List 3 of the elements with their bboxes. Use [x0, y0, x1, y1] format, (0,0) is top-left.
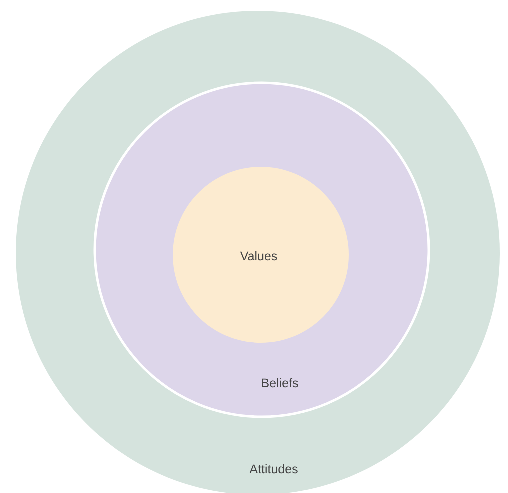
region-label: Attitudes — [250, 464, 298, 474]
region-label: Beliefs — [262, 378, 298, 388]
region-label: Values — [240, 251, 278, 261]
